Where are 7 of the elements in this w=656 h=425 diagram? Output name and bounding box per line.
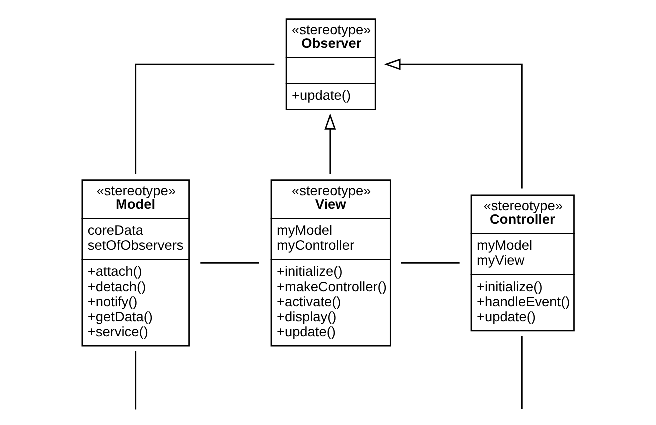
connector	[135, 64, 275, 174]
connector	[522, 336, 523, 410]
connector	[200, 262, 260, 264]
arrow	[324, 113, 336, 174]
connector	[401, 262, 460, 264]
connector	[135, 351, 137, 410]
arrow	[384, 58, 523, 189]
